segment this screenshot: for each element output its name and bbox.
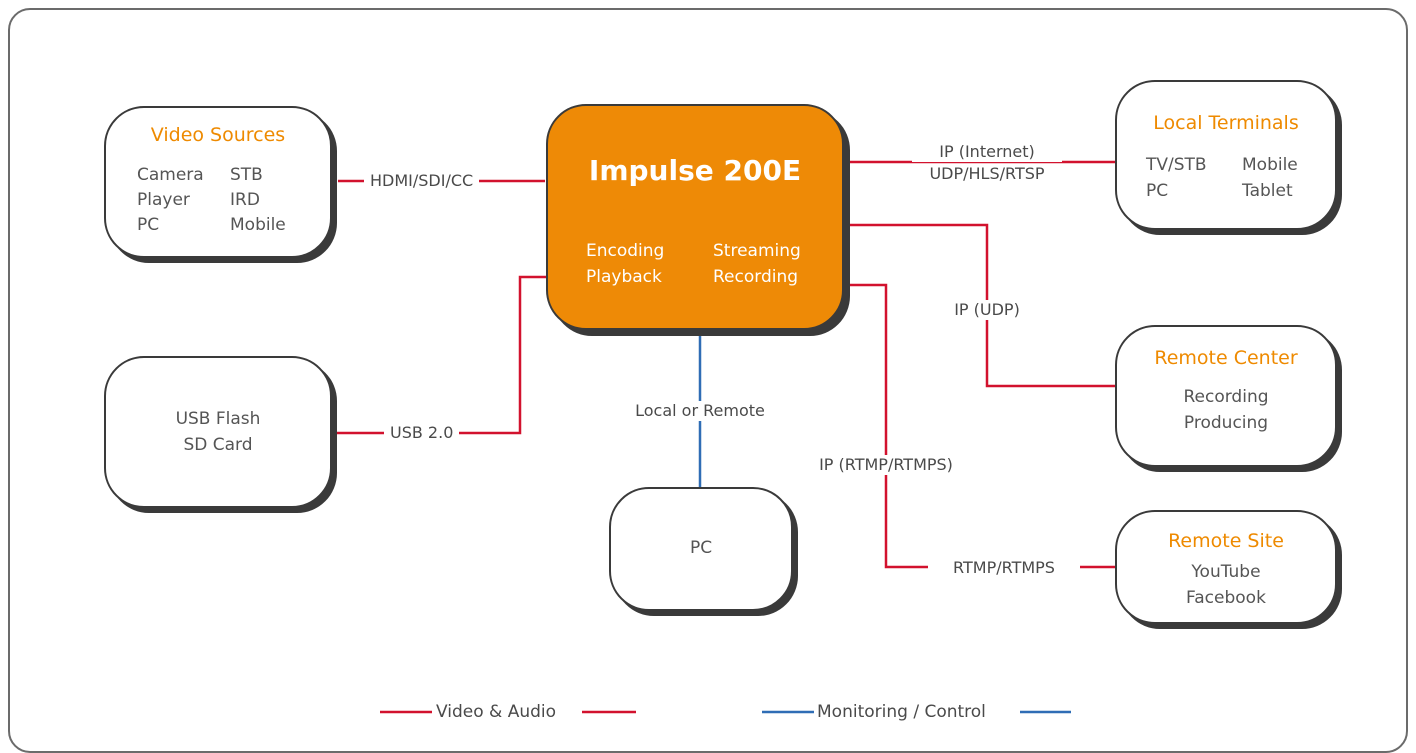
usb-line — [330, 275, 546, 435]
hub-function: Playback — [586, 267, 662, 287]
source-item: Camera — [137, 165, 204, 185]
hub-name: Impulse 200E — [588, 154, 802, 187]
remote-site-node: Remote Site — [1115, 510, 1337, 624]
remote-site-title: Remote Site — [1168, 530, 1284, 552]
hub-function: Encoding — [586, 241, 665, 261]
source-item: PC — [137, 215, 160, 235]
source-item: Mobile — [230, 215, 286, 235]
remote-site-item: Facebook — [1186, 588, 1266, 608]
source-item: Player — [137, 190, 190, 210]
remote-site-item: YouTube — [1191, 562, 1261, 582]
legend-video-audio: Video & Audio — [436, 702, 557, 722]
pc-label: PC — [689, 538, 713, 558]
hub-function: Recording — [713, 267, 799, 287]
remote-center-item: Recording — [1183, 387, 1269, 407]
legend-monitoring: Monitoring / Control — [817, 702, 986, 722]
remote-center-item: Producing — [1183, 413, 1269, 433]
pc-link-label: Local or Remote — [612, 401, 788, 421]
storage-item: USB Flash — [175, 409, 261, 429]
usb-storage-node — [104, 356, 332, 508]
terminal-item: Mobile — [1242, 155, 1298, 175]
rtmp-link-label: RTMP/RTMPS — [928, 558, 1080, 578]
ip-internet-label: IP (Internet) — [912, 142, 1062, 162]
remote-center-node: Remote Center — [1115, 325, 1337, 467]
storage-item: SD Card — [183, 435, 253, 455]
terminal-item: Tablet — [1242, 181, 1293, 201]
local-terminals-node: Local Terminals — [1115, 80, 1337, 230]
pc-node — [609, 487, 793, 611]
source-item: STB — [230, 165, 263, 185]
source-item: IRD — [230, 190, 260, 210]
impulse-200e-hub: Impulse 200E Encoding Playback Streaming… — [546, 104, 844, 330]
ip-udp-label: IP (UDP) — [938, 300, 1036, 320]
ip-internet-protocols-label: UDP/HLS/RTSP — [912, 164, 1062, 184]
hdmi-link-label: HDMI/SDI/CC — [364, 171, 480, 191]
terminal-item: TV/STB — [1146, 155, 1207, 175]
hub-function: Streaming — [713, 241, 801, 261]
video-sources-title: Video Sources — [150, 124, 286, 146]
terminal-item: PC — [1146, 181, 1169, 201]
ip-rtmp-line — [846, 283, 1115, 569]
remote-center-title: Remote Center — [1154, 347, 1298, 369]
usb-link-label: USB 2.0 — [384, 423, 460, 443]
video-sources-node: Video Sources — [104, 106, 332, 258]
local-terminals-title: Local Terminals — [1153, 112, 1299, 134]
ip-rtmp-label: IP (RTMP/RTMPS) — [796, 455, 976, 475]
